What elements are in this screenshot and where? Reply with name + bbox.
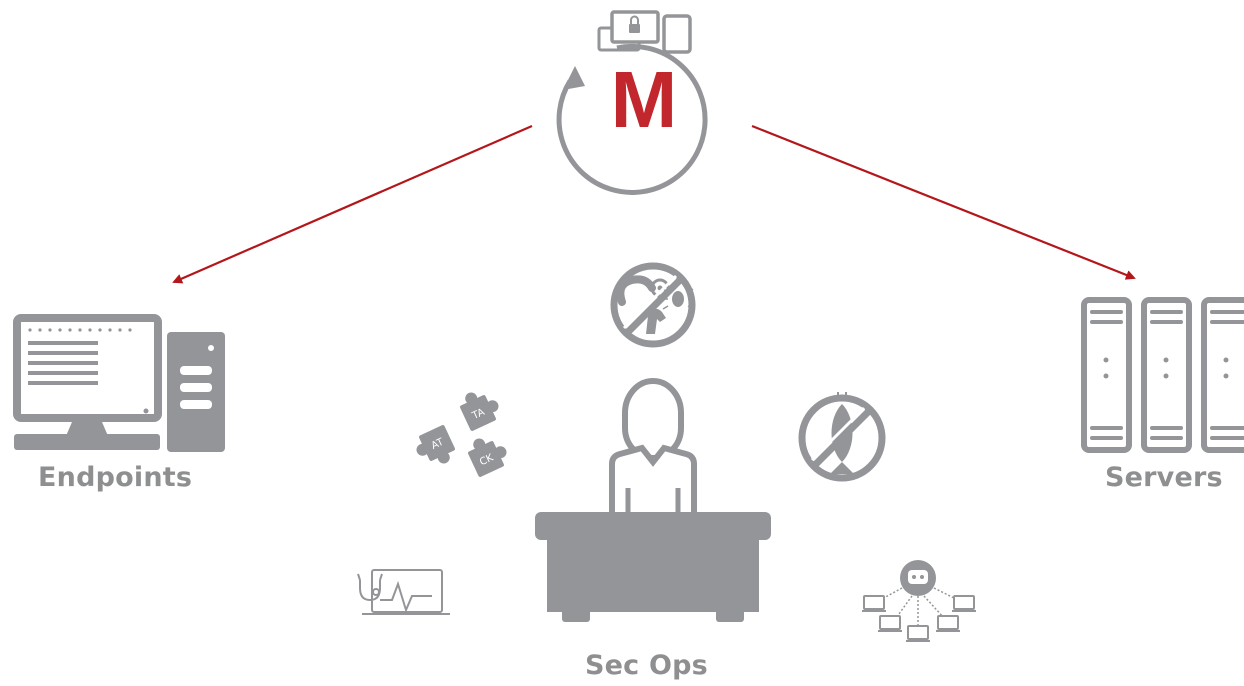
- endpoints-label: Endpoints: [38, 462, 193, 493]
- bot-network-icon: [862, 560, 976, 642]
- puzzle-letter-ck: CK: [478, 452, 495, 468]
- no-phishing-icon: [798, 392, 886, 482]
- devices-icon: [597, 10, 692, 54]
- central-logo-icon: M: [556, 10, 708, 195]
- attack-puzzle-icon: TA AT CK: [416, 392, 507, 477]
- servers-label: Servers: [1105, 462, 1223, 493]
- server-rack-icon: [1081, 297, 1244, 453]
- health-monitor-icon: [357, 569, 450, 615]
- no-malware-icon: [610, 262, 696, 348]
- puzzle-letter-ta: TA: [470, 407, 487, 423]
- arrow-to-endpoints: [172, 124, 533, 284]
- logo-letter: M: [611, 55, 678, 144]
- arrow-to-servers: [751, 124, 1136, 280]
- sec-ops-label: Sec Ops: [585, 650, 708, 681]
- desktop-computer-icon: [13, 314, 225, 452]
- puzzle-letter-at: AT: [430, 436, 446, 451]
- analyst-desk-icon: [535, 378, 771, 622]
